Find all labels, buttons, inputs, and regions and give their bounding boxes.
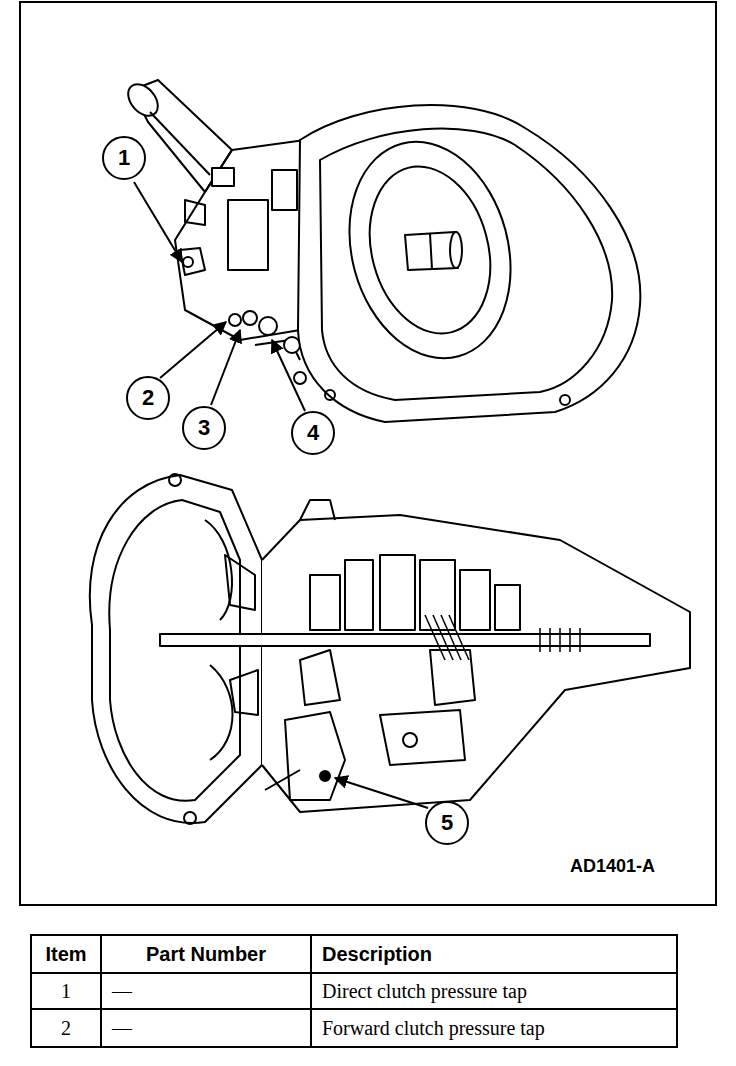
table-header: Description — [310, 934, 678, 974]
callout-number: 1 — [118, 147, 130, 169]
callout-circle: 4 — [291, 411, 335, 455]
callout-number: 2 — [142, 387, 154, 409]
leader-lines — [134, 182, 428, 808]
callout-circle: 1 — [102, 136, 146, 180]
figure-code: AD1401-A — [560, 852, 680, 880]
table-cell: Direct clutch pressure tap — [310, 972, 678, 1010]
table-cell: — — [100, 1008, 312, 1048]
callout-circle: 2 — [126, 376, 170, 420]
frame — [20, 2, 716, 905]
table-header: Part Number — [100, 934, 312, 974]
table-header: Item — [30, 934, 102, 974]
table-cell: Forward clutch pressure tap — [310, 1008, 678, 1048]
top-transmission — [122, 78, 640, 422]
callout-circle: 3 — [182, 406, 226, 450]
table-cell: 2 — [30, 1008, 102, 1048]
table-cell: 1 — [30, 972, 102, 1010]
callout-circle: 5 — [425, 801, 469, 845]
callout-number: 5 — [441, 812, 453, 834]
callout-number: 4 — [307, 422, 319, 444]
callout-number: 3 — [198, 417, 210, 439]
table-cell: — — [100, 972, 312, 1010]
bottom-transmission — [90, 474, 690, 824]
